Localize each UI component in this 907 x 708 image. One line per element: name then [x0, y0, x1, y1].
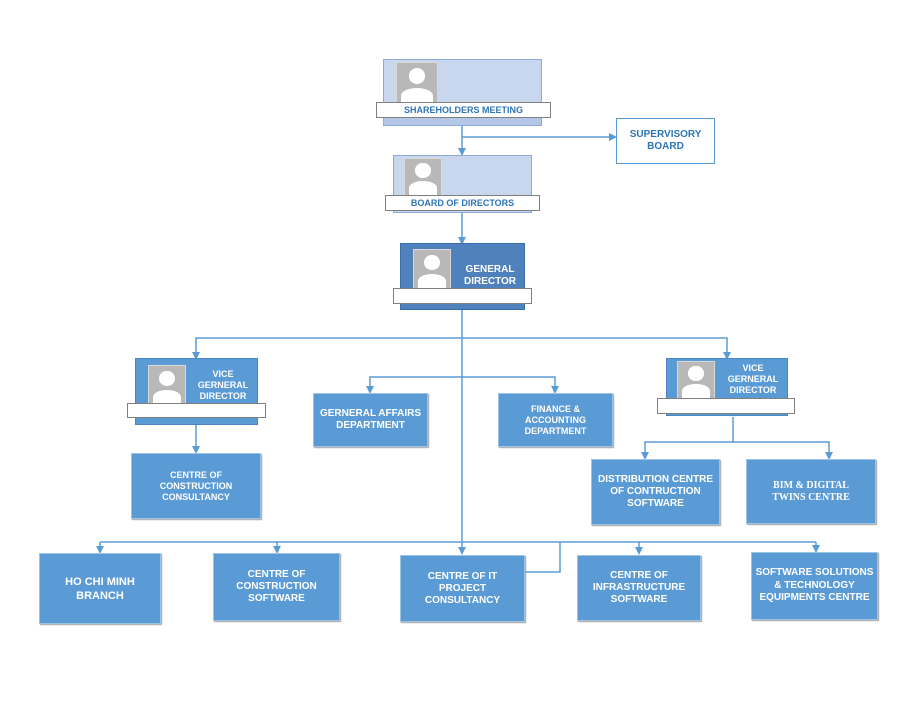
line-bim: [733, 441, 833, 460]
line-vice-right: [462, 337, 731, 360]
line-it-loop: [525, 542, 561, 573]
vice-right-title: VICE GERNERAL DIRECTOR: [727, 363, 779, 395]
construction-consultancy-box: CENTRE OF CONSTRUCTION CONSULTANCY: [131, 453, 261, 519]
general-director-label-bar: [393, 288, 532, 304]
line-distribution: [641, 441, 733, 460]
vice-left-label-bar: [127, 403, 266, 418]
bim-centre-box: BIM & DIGITAL TWINS CENTRE: [746, 459, 876, 524]
person-icon: [677, 361, 715, 399]
hcm-branch-box: HO CHI MINH BRANCH: [39, 553, 161, 624]
line-finance: [462, 376, 559, 394]
line-general-affairs: [366, 376, 462, 394]
person-icon: [413, 249, 451, 289]
person-icon: [404, 158, 442, 196]
shareholders-label: SHAREHOLDERS MEETING: [376, 102, 551, 118]
person-icon: [148, 365, 186, 405]
general-director-title: GENERAL DIRECTOR: [463, 264, 517, 287]
person-icon: [396, 62, 438, 104]
distribution-centre-box: DISTRIBUTION CENTRE OF CONTRUCTION SOFTW…: [591, 459, 720, 525]
general-affairs-box: GERNERAL AFFAIRS DEPARTMENT: [313, 393, 428, 447]
software-solutions-box: SOFTWARE SOLUTIONS & TECHNOLOGY EQUIPMEN…: [751, 552, 878, 620]
line-vice-left: [192, 337, 462, 360]
infrastructure-software-box: CENTRE OF INFRASTRUCTURE SOFTWARE: [577, 555, 701, 621]
it-project-box: CENTRE OF IT PROJECT CONSULTANCY: [400, 555, 525, 622]
board-label: BOARD OF DIRECTORS: [385, 195, 540, 211]
vice-right-label-bar: [657, 398, 795, 414]
finance-box: FINANCE & ACCOUNTING DEPARTMENT: [498, 393, 613, 447]
construction-software-box: CENTRE OF CONSTRUCTION SOFTWARE: [213, 553, 340, 621]
vice-left-title: VICE GERNERAL DIRECTOR: [197, 369, 249, 401]
supervisory-board-box: SUPERVISORY BOARD: [616, 118, 715, 164]
